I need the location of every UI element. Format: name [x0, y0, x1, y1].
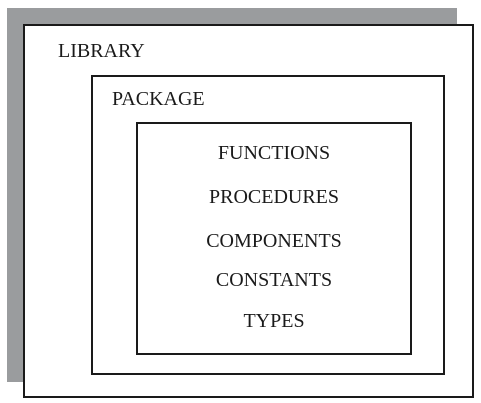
- item-functions: FUNCTIONS: [217, 142, 331, 164]
- item-constants: CONSTANTS: [215, 269, 333, 291]
- item-types: TYPES: [243, 310, 305, 332]
- library-label: LIBRARY: [58, 40, 145, 62]
- item-components: COMPONENTS: [206, 230, 342, 252]
- package-label: PACKAGE: [112, 88, 205, 110]
- item-procedures: PROCEDURES: [208, 186, 340, 208]
- contents-box: [136, 122, 412, 355]
